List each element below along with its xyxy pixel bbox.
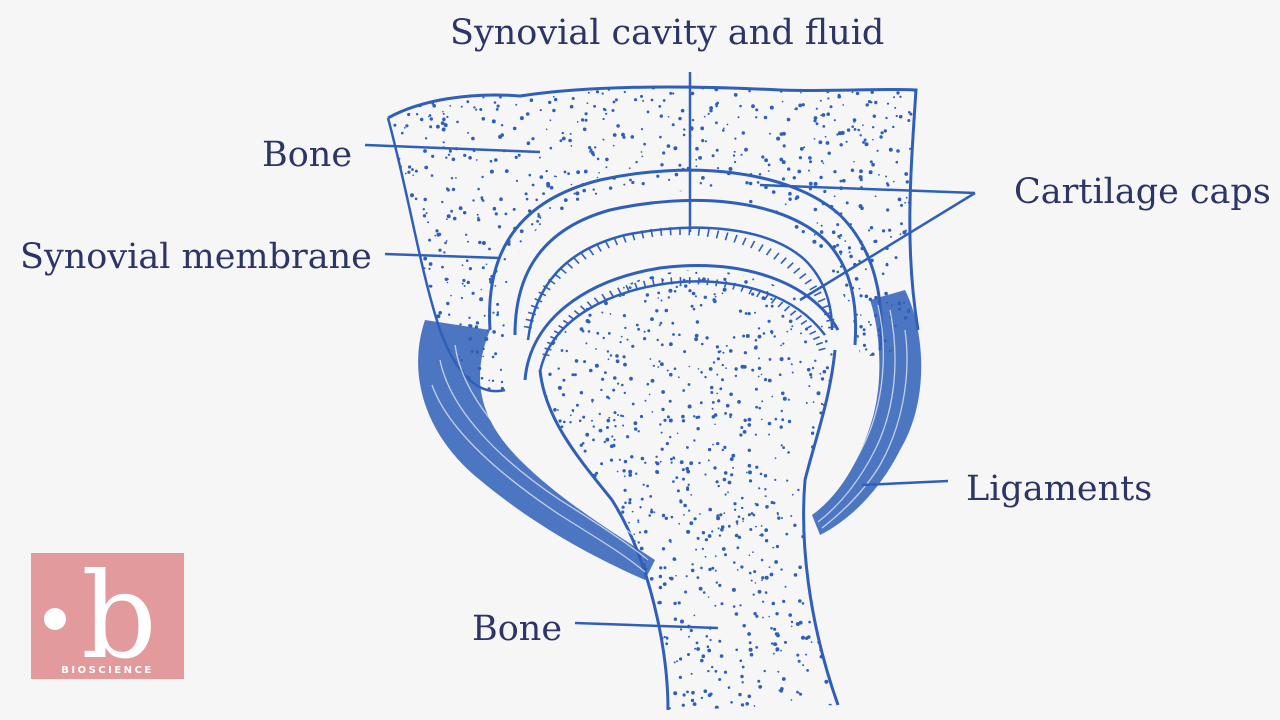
leader-cartilage-upper	[759, 183, 976, 195]
logo-mark: b	[44, 553, 157, 679]
leader-ligaments	[861, 479, 949, 487]
synovial-membrane-line	[488, 168, 883, 351]
label-bone-bottom: Bone	[472, 609, 563, 649]
label-bone-top: Bone	[262, 135, 353, 175]
label-synovial-cavity: Synovial cavity and fluid	[450, 13, 885, 53]
label-cartilage-caps: Cartilage caps	[1014, 172, 1271, 212]
leader-bone-bottom	[574, 621, 719, 630]
upper-cartilage-inner	[526, 226, 834, 341]
lower-cartilage-hatching	[542, 276, 826, 357]
leader-bone-top	[364, 143, 541, 154]
upper-bone-left-edge	[386, 117, 506, 393]
upper-bone-outline	[387, 85, 920, 331]
lower-bone-outline	[538, 349, 840, 711]
leader-cartilage-lower	[799, 191, 976, 302]
logo-caption: BIOSCIENCE	[61, 665, 154, 676]
label-ligaments: Ligaments	[966, 469, 1153, 509]
leader-synovial-membrane	[384, 252, 501, 260]
leader-lines	[364, 72, 976, 630]
label-synovial-membrane: Synovial membrane	[20, 237, 372, 277]
logo-letter: b	[81, 553, 157, 679]
bioscience-logo: b BIOSCIENCE	[31, 553, 184, 679]
upper-cartilage-hatching	[523, 227, 837, 329]
lower-cartilage-cap	[523, 264, 840, 381]
lower-bone-texture	[540, 270, 838, 710]
left-ligament	[418, 320, 655, 580]
right-ligament	[812, 290, 922, 535]
